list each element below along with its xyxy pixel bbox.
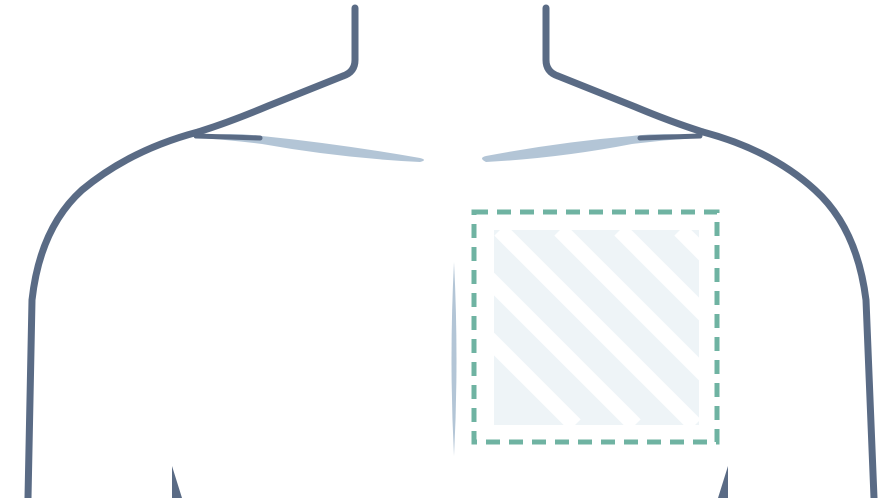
sternum [452, 262, 457, 456]
right-armpit-mark [718, 466, 728, 498]
left-armpit-mark [172, 466, 182, 498]
left-body-outline [28, 8, 355, 498]
right-clavicle-joint [640, 136, 700, 138]
left-clavicle-joint [196, 136, 260, 138]
